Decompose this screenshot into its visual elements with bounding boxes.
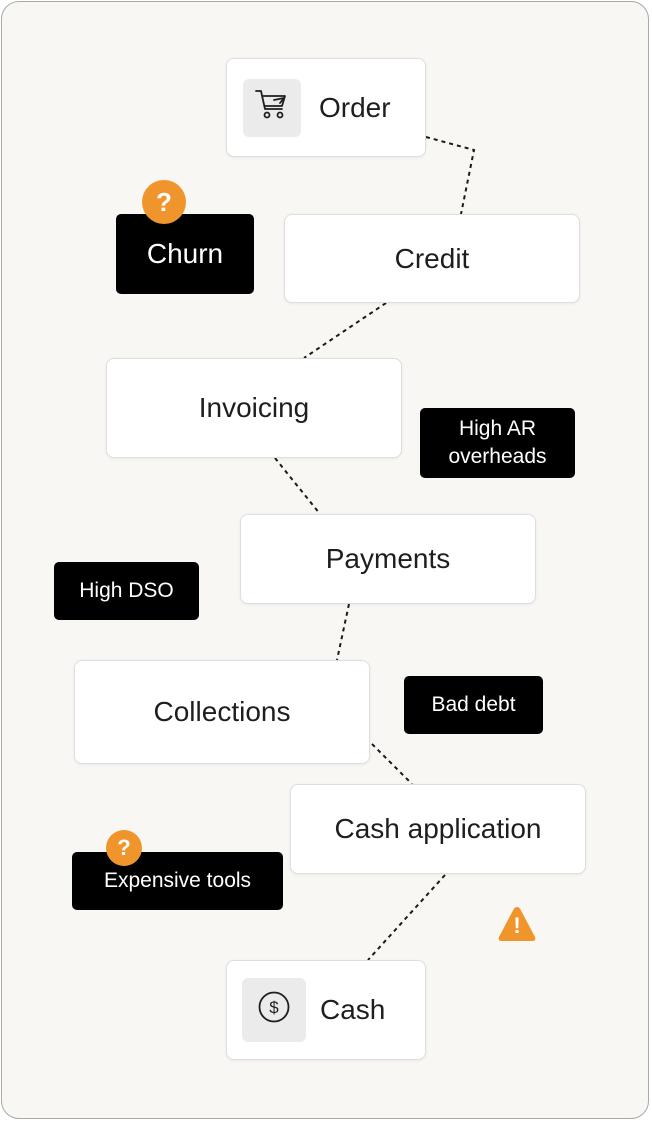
step-label-collections: Collections (153, 696, 291, 727)
problem-label-churn: Churn (146, 238, 224, 269)
connector-order-credit (425, 136, 476, 215)
shopping-cart-icon (254, 87, 290, 128)
problem-label-high-dso: High DSO (79, 579, 174, 602)
connector-invoicing-payments (274, 457, 321, 515)
step-cash-application: Cash application (290, 784, 586, 874)
connector-collections-cashapp (371, 743, 413, 785)
problem-tag-churn: Churn (116, 214, 254, 294)
step-label-invoicing: Invoicing (198, 392, 310, 423)
problem-tag-high-ar-overheads: High AR overheads (420, 408, 575, 478)
order-icon-box (243, 78, 301, 137)
step-payments: Payments (240, 514, 536, 604)
question-badge-expensive-tools: ? (106, 830, 142, 866)
problem-label-expensive-tools: Expensive tools (103, 869, 252, 892)
step-cash: $ Cash (226, 960, 426, 1060)
step-label-cash: Cash (320, 994, 386, 1025)
question-mark-icon: ? (117, 835, 131, 860)
step-label-credit: Credit (394, 242, 470, 274)
problem-tag-expensive-tools: Expensive tools (72, 852, 283, 910)
connector-credit-invoicing (303, 302, 387, 359)
problem-tag-high-dso: High DSO (54, 562, 199, 620)
step-label-cash-application: Cash application (334, 813, 542, 844)
svg-text:$: $ (269, 998, 279, 1017)
dollar-circle-icon: $ (257, 990, 291, 1031)
question-mark-icon: ? (156, 186, 172, 217)
step-credit: Credit (284, 214, 580, 303)
connector-cashapp-cash (367, 874, 446, 961)
problem-tag-bad-debt: Bad debt (404, 676, 543, 734)
step-order: Order (226, 58, 426, 157)
connector-payments-collections (336, 603, 350, 661)
problem-label-bad-debt: Bad debt (431, 693, 516, 716)
cash-icon-box: $ (242, 978, 306, 1042)
warning-mark-text: ! (513, 913, 521, 938)
step-collections: Collections (74, 660, 370, 764)
question-badge-churn: ? (142, 180, 186, 224)
warning-triangle-icon: ! (496, 904, 538, 944)
problem-label-high-ar-overheads: High AR overheads (448, 417, 547, 468)
step-invoicing: Invoicing (106, 358, 402, 458)
step-label-payments: Payments (325, 543, 451, 574)
step-label-order: Order (319, 91, 391, 123)
